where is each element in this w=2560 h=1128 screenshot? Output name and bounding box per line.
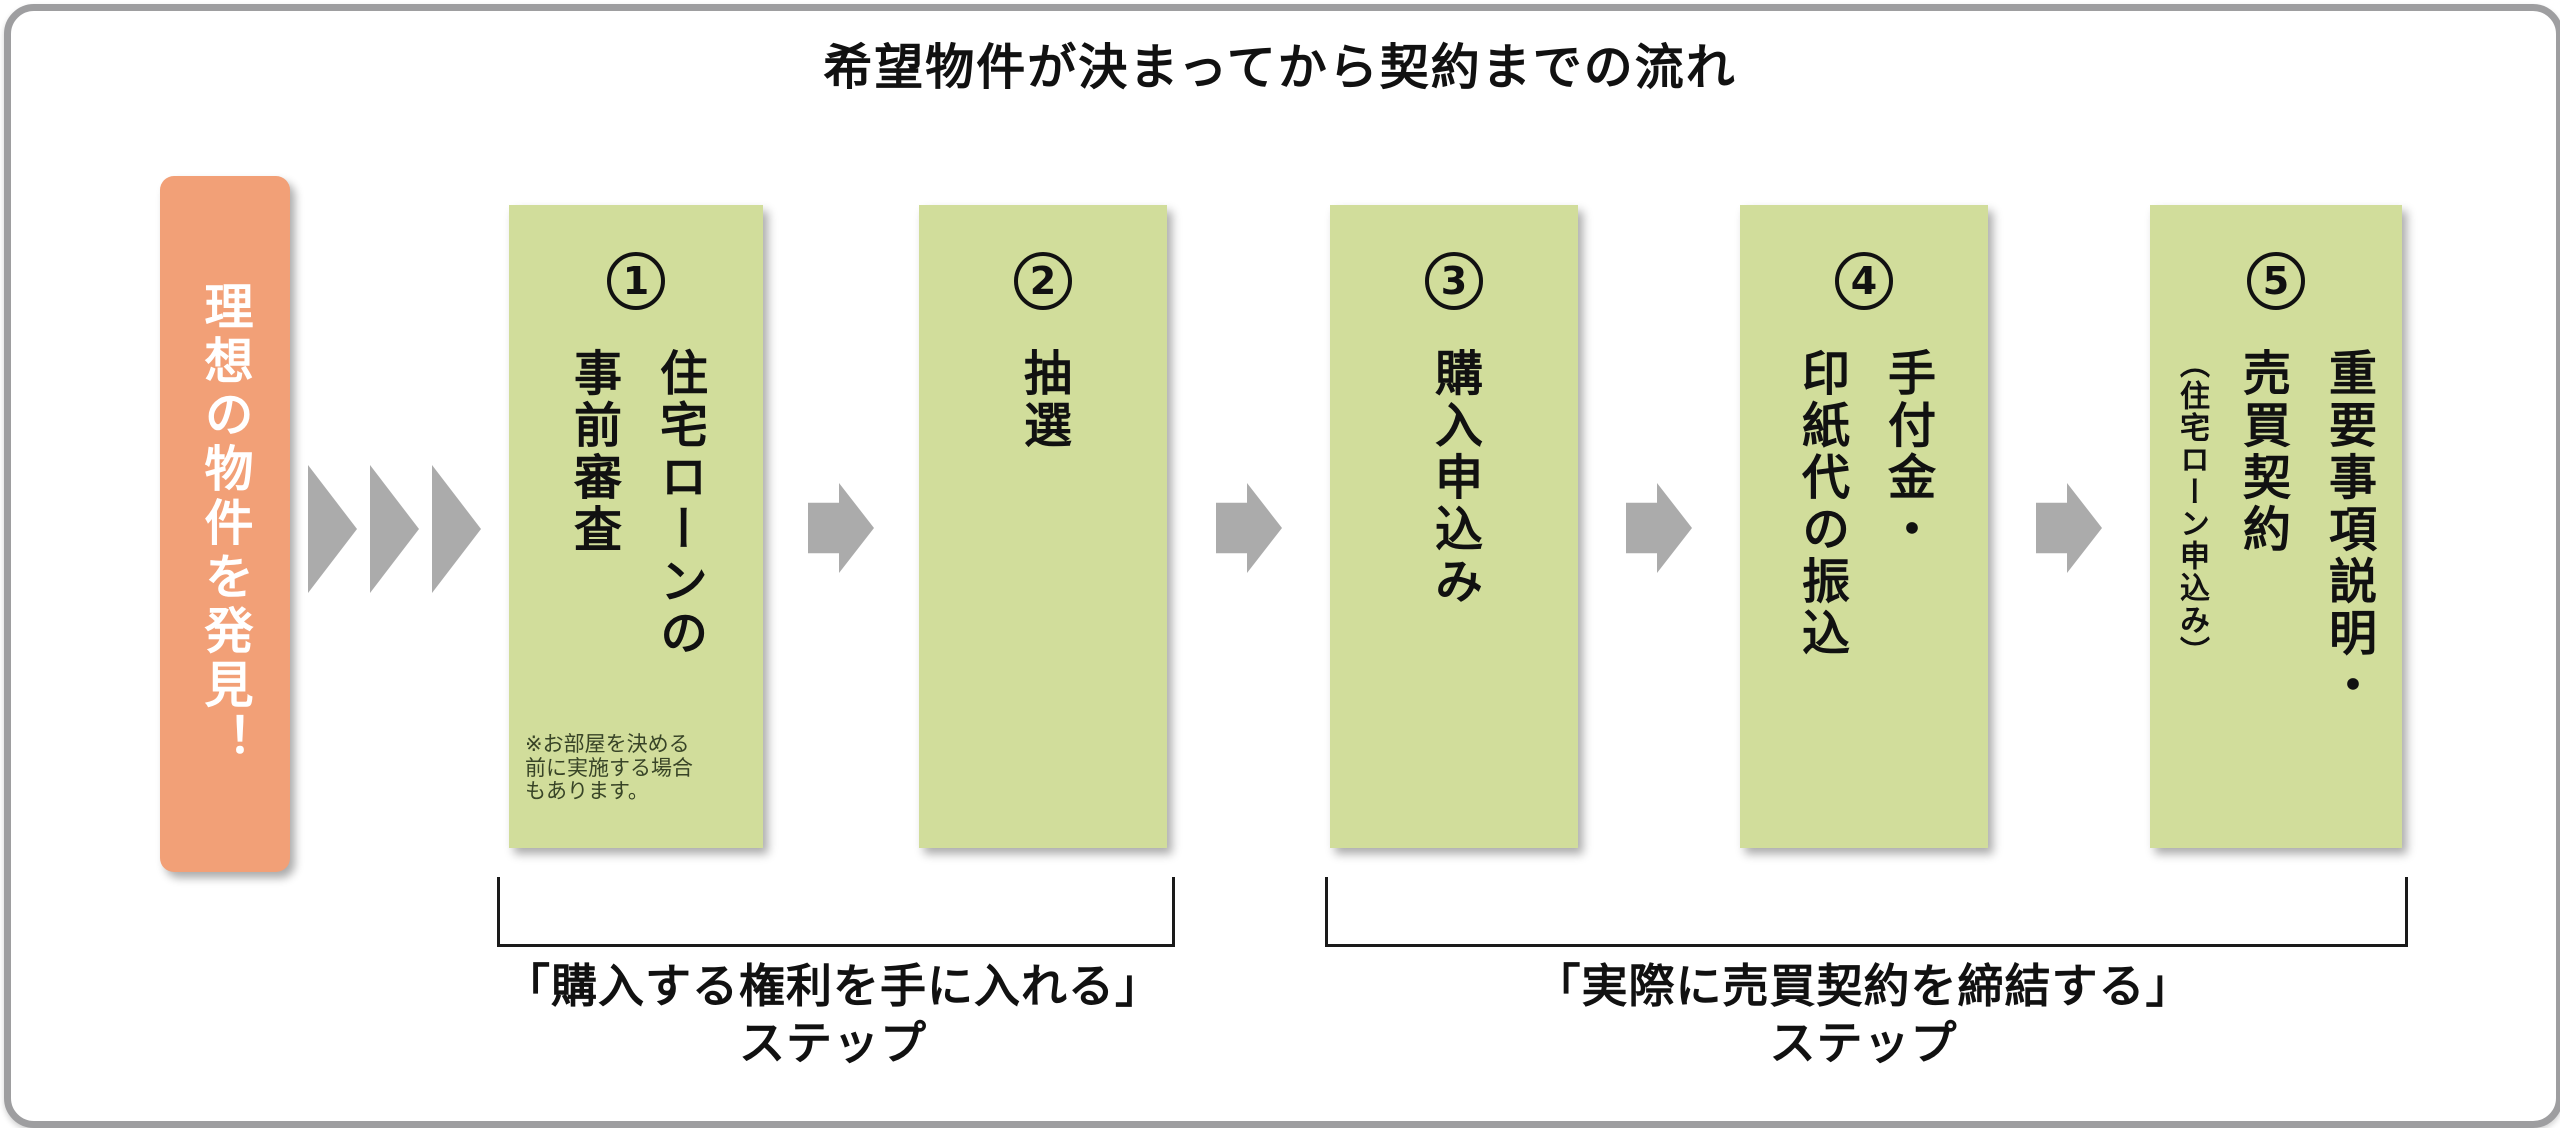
- step-number: 4: [1850, 259, 1878, 303]
- group-label-line: 「実際に売買契約を締結する」: [1534, 959, 2193, 1013]
- step-note-line: ※お部屋を決める: [525, 732, 690, 756]
- step-text: 重要事項説明・ 売買契約 （住宅ローン申込み）: [2169, 348, 2383, 712]
- step-box-5: 5 重要事項説明・ 売買契約 （住宅ローン申込み）: [2150, 205, 2402, 848]
- step-text-column: 手付金・: [1879, 348, 1935, 556]
- step-box-1: 1 住宅ローンの 事前審査 ※お部屋を決める 前に実施する場合 もあります。: [509, 205, 763, 848]
- step-number-circle: 5: [2247, 252, 2305, 310]
- group-label-2: 「実際に売買契約を締結する」 ステップ: [1325, 958, 2402, 1072]
- start-box-label: 理想の物件を発見！: [196, 281, 254, 767]
- page-title: 希望物件が決まってから契約までの流れ: [823, 39, 1737, 96]
- step-text: 抽選: [1008, 348, 1078, 452]
- step-text-column: 売買契約: [2234, 348, 2290, 556]
- step-box-3: 3 購入申込み: [1330, 205, 1578, 848]
- step-text-subcolumn: （住宅ローン申込み）: [2174, 348, 2209, 668]
- step-number: 3: [1440, 259, 1468, 303]
- step-text: 手付金・ 印紙代の振込: [1786, 348, 1942, 660]
- chevron-right-icon: [308, 465, 357, 593]
- step-text: 購入申込み: [1419, 348, 1489, 608]
- step-box-4: 4 手付金・ 印紙代の振込: [1740, 205, 1988, 848]
- group-label-line: ステップ: [739, 1016, 927, 1070]
- step-note-line: 前に実施する場合: [525, 755, 693, 780]
- step-note: ※お部屋を決める 前に実施する場合 もあります。: [525, 732, 755, 804]
- step-text-column: 印紙代の振込: [1793, 348, 1849, 660]
- step-note-line: もあります。: [525, 779, 649, 803]
- step-text-column: 購入申込み: [1426, 348, 1482, 608]
- step-number-circle: 1: [607, 252, 665, 310]
- group-label-line: ステップ: [1769, 1016, 1958, 1070]
- diagram-frame: [4, 4, 2560, 1128]
- step-number: 5: [2262, 259, 2290, 303]
- step-number-circle: 2: [1014, 252, 1072, 310]
- step-text-column: 重要事項説明・: [2320, 348, 2376, 712]
- step-box-2: 2 抽選: [919, 205, 1167, 848]
- step-number-circle: 4: [1835, 252, 1893, 310]
- bracket-group-1: [497, 877, 1175, 947]
- chevron-right-icon: [432, 465, 481, 593]
- triple-chevron-icon: [308, 465, 481, 593]
- step-text-column: 住宅ローンの: [651, 348, 707, 660]
- start-box: 理想の物件を発見！: [160, 176, 290, 872]
- step-text: 住宅ローンの 事前審査: [558, 348, 714, 660]
- group-label-line: 「購入する権利を手に入れる」: [504, 959, 1162, 1013]
- step-number: 1: [622, 259, 650, 303]
- step-number-circle: 3: [1425, 252, 1483, 310]
- step-text-column: 抽選: [1015, 348, 1071, 452]
- chevron-right-icon: [370, 465, 419, 593]
- bracket-group-2: [1325, 877, 2408, 947]
- step-text-column: 事前審査: [565, 348, 621, 556]
- group-label-1: 「購入する権利を手に入れる」 ステップ: [497, 958, 1169, 1072]
- step-number: 2: [1029, 259, 1057, 303]
